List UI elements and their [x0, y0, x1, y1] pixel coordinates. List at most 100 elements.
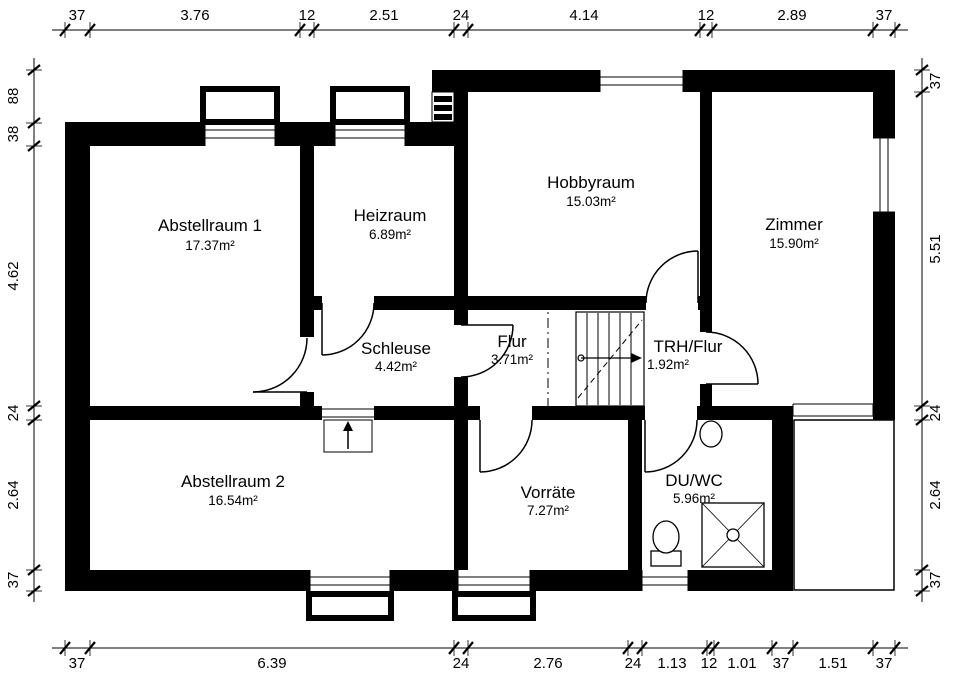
door-hobbyraum: [645, 250, 699, 304]
room-label-zimmer: Zimmer: [765, 215, 823, 234]
dim-top-1: 3.76: [180, 7, 209, 24]
sink-icon: [699, 420, 723, 448]
room-label-hobbyraum: Hobbyraum: [547, 173, 635, 192]
dim-top-2: 12: [299, 7, 316, 24]
wall-outer-bottom: [65, 570, 793, 591]
dim-bottom-4: 24: [625, 655, 642, 672]
toilet-icon: [650, 520, 682, 567]
walls: [65, 70, 895, 591]
room-label-flur: Flur: [497, 332, 527, 351]
dim-bottom-5: 1.13: [657, 655, 686, 672]
room-area-abstellraum1: 17.37m²: [185, 238, 235, 253]
dim-top-8: 37: [876, 7, 893, 24]
room-area-trh-flur: 1.92m²: [647, 357, 690, 372]
door-heizraum: [321, 302, 375, 356]
dim-bottom-10: 37: [876, 655, 893, 672]
dim-bottom-2: 24: [453, 655, 470, 672]
wall-junction-detail: [431, 91, 455, 123]
window-heizraum-top: [334, 122, 406, 146]
entrance-vestibule: [322, 408, 374, 453]
dim-right-1: 5.51: [927, 234, 944, 263]
dim-labels-bottom: 37 6.39 24 2.76 24 1.13 12 1.01 37 1.51 …: [69, 655, 893, 672]
dim-right-2: 24: [927, 405, 944, 422]
light-wells: [200, 86, 895, 621]
window-duwc-bottom: [641, 570, 689, 591]
dim-bottom-7: 1.01: [727, 655, 756, 672]
window-vorraete-bottom: [457, 570, 531, 591]
room-area-hobbyraum: 15.03m²: [566, 194, 616, 209]
dim-chain-left: [26, 58, 42, 602]
room-area-abstellraum2: 16.54m²: [208, 493, 258, 508]
door-zimmer: [705, 331, 759, 385]
door-vorraete: [479, 419, 533, 473]
entrance-arrow-icon: [343, 421, 353, 431]
door-schleuse-flur: [460, 324, 514, 378]
room-label-trh-flur: TRH/Flur: [654, 337, 723, 356]
window-zimmer-right: [873, 137, 895, 213]
window-abstellraum1-top: [204, 122, 276, 146]
room-label-heizraum: Heizraum: [354, 206, 427, 225]
dim-right-0: 37: [927, 73, 944, 90]
dim-chain-right: [914, 58, 930, 602]
dim-labels-left: 88 38 4.62 24 2.64 37: [5, 88, 22, 589]
room-label-schleuse: Schleuse: [361, 339, 431, 358]
dim-chain-bottom: [52, 640, 908, 656]
dim-bottom-6: 12: [701, 655, 718, 672]
dim-left-5: 37: [5, 572, 22, 589]
room-labels: Abstellraum 1 17.37m² Heizraum 6.89m² Ho…: [158, 173, 823, 518]
window-zimmer-bottom: [792, 403, 874, 417]
dim-top-7: 2.89: [777, 7, 806, 24]
dim-left-1: 38: [5, 126, 22, 143]
room-area-zimmer: 15.90m²: [769, 236, 819, 251]
stair-direction-arrow-icon: [631, 353, 642, 363]
dim-top-4: 24: [453, 7, 470, 24]
dim-left-3: 24: [5, 405, 22, 422]
dim-top-6: 12: [698, 7, 715, 24]
dim-left-4: 2.64: [5, 480, 22, 509]
stair-break-line: [577, 319, 643, 399]
room-label-abstellraum1: Abstellraum 1: [158, 216, 262, 235]
light-well-top-left: [200, 86, 280, 125]
door-duwc: [644, 419, 698, 473]
door-abstellraum1: [252, 337, 308, 393]
wall-duwc-right: [772, 420, 793, 591]
window-abstellraum2-bottom: [309, 570, 391, 591]
dim-bottom-8: 37: [773, 655, 790, 672]
room-area-duwc: 5.96m²: [673, 491, 716, 506]
room-label-vorraete: Vorräte: [521, 483, 576, 502]
dim-bottom-3: 2.76: [533, 655, 562, 672]
dim-labels-right: 37 5.51 24 2.64 37: [927, 73, 944, 589]
exterior-terrace: [793, 419, 895, 591]
wall-outer-right: [873, 70, 895, 420]
dim-bottom-1: 6.39: [257, 655, 286, 672]
room-area-flur: 3.71m²: [491, 352, 534, 367]
dim-left-2: 4.62: [5, 261, 22, 290]
light-well-top-right: [330, 86, 410, 125]
wall-middle-horizontal: [65, 406, 793, 420]
room-area-schleuse: 4.42m²: [375, 359, 418, 374]
dim-labels-top: 37 3.76 12 2.51 24 4.14 12 2.89 37: [69, 7, 893, 24]
wall-heizraum-schleuse: [300, 296, 712, 310]
wall-vorraete-duwc: [628, 420, 642, 591]
wall-outer-left: [65, 122, 90, 591]
room-label-duwc: DU/WC: [665, 471, 723, 490]
room-area-vorraete: 7.27m²: [527, 503, 570, 518]
dim-top-0: 37: [69, 7, 86, 24]
dim-top-3: 2.51: [369, 7, 398, 24]
light-well-bottom-right: [452, 591, 536, 621]
staircase: [547, 298, 645, 418]
dim-right-4: 37: [927, 572, 944, 589]
light-well-bottom-left: [306, 591, 394, 621]
fixtures: [650, 420, 765, 568]
window-hobbyraum-top: [599, 70, 684, 92]
dim-left-0: 88: [5, 88, 22, 105]
dim-bottom-0: 37: [69, 655, 86, 672]
dim-right-3: 2.64: [927, 480, 944, 509]
dim-bottom-9: 1.51: [818, 655, 847, 672]
doors: [252, 250, 759, 473]
shower-icon: [701, 502, 765, 568]
room-label-abstellraum2: Abstellraum 2: [181, 472, 285, 491]
dim-top-5: 4.14: [569, 7, 598, 24]
